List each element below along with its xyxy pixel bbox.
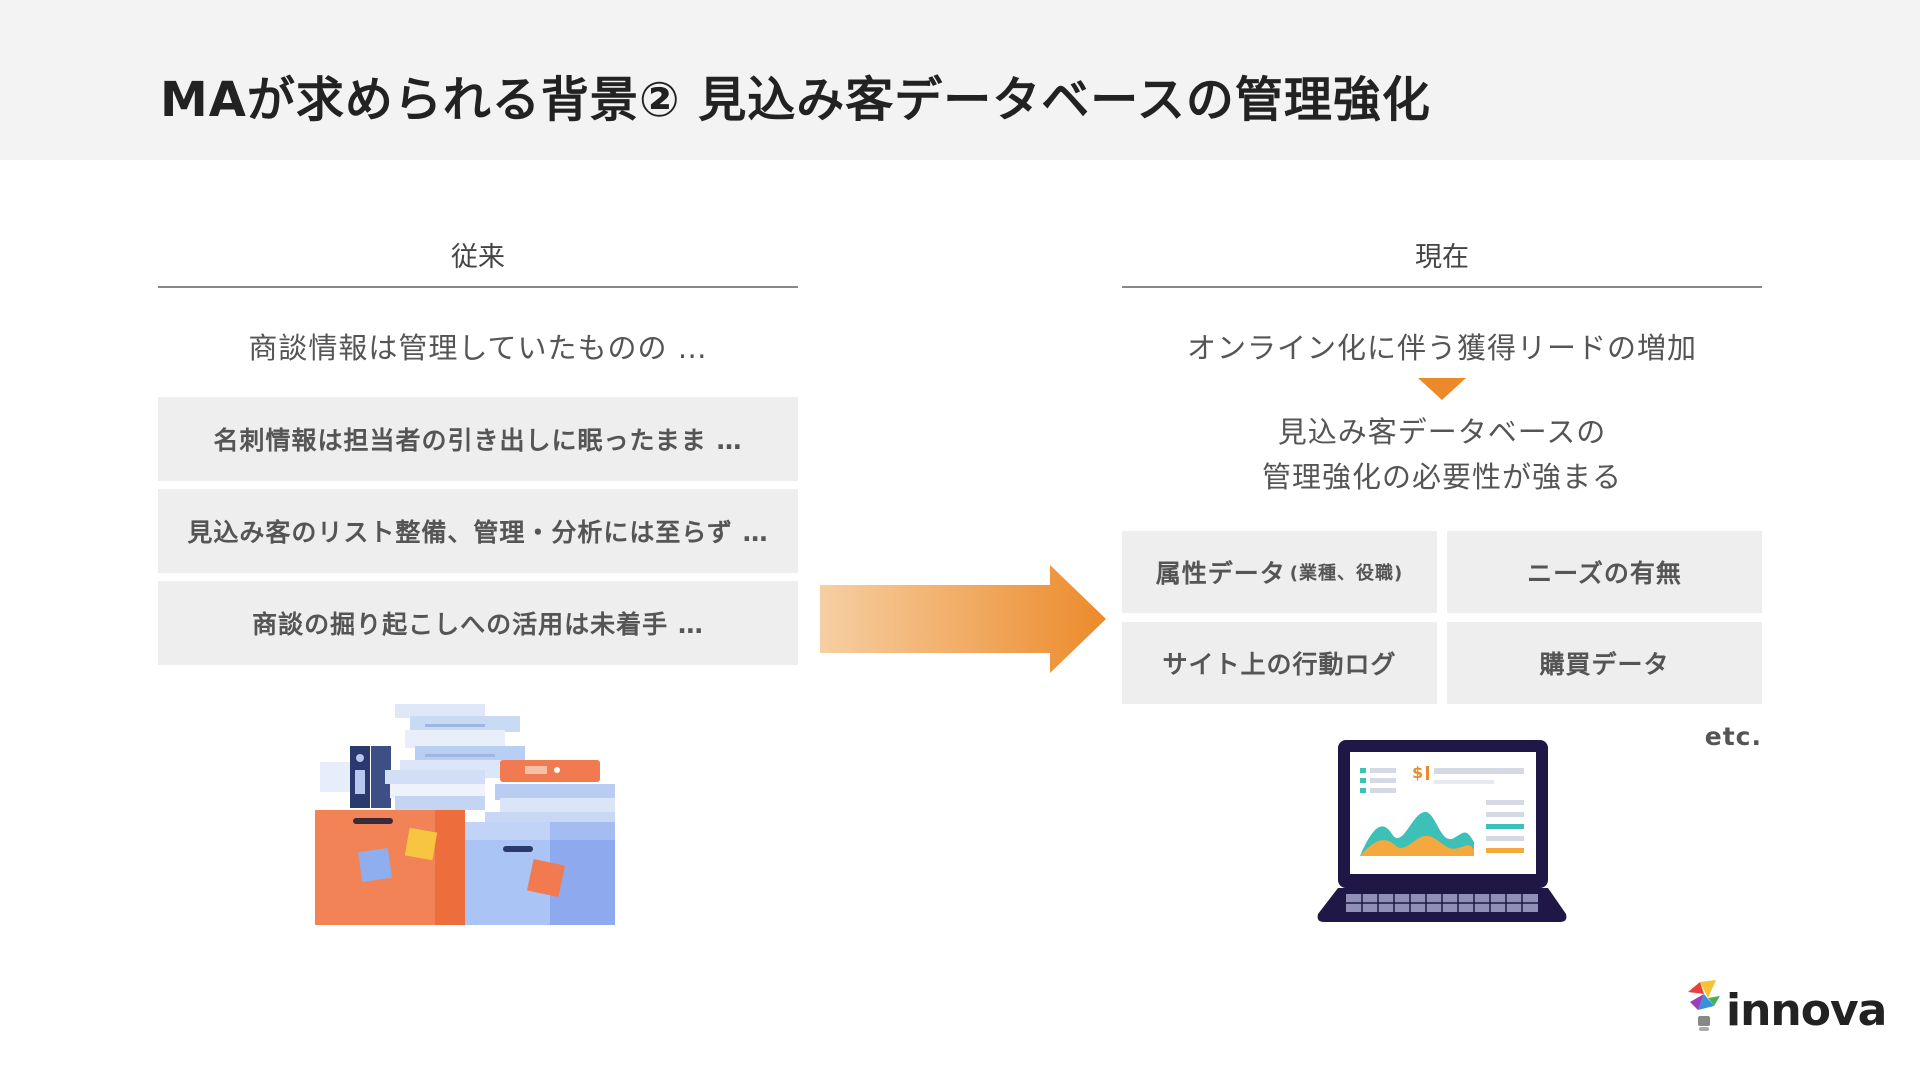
data-item-attributes-sub: (業種、役職) — [1289, 563, 1404, 584]
svg-text:$: $ — [1412, 763, 1423, 782]
right-result: 見込み客データベースの 管理強化の必要性が強まる — [1122, 410, 1762, 500]
left-lead: 商談情報は管理していたものの … — [248, 331, 708, 365]
slide-header: MAが求められる背景② 見込み客データベースの管理強化 — [0, 0, 1920, 160]
data-item-needs: ニーズの有無 — [1447, 531, 1762, 613]
down-triangle-icon — [1418, 378, 1466, 400]
right-lead: オンライン化に伴う獲得リードの増加 — [1186, 331, 1697, 365]
laptop-dashboard-illustration-icon: $ — [1317, 740, 1567, 922]
left-box-1: 名刺情報は担当者の引き出しに眠ったまま … — [158, 397, 798, 481]
left-box-3: 商談の掘り起こしへの活用は未着手 … — [158, 581, 798, 665]
left-heading: 従来 — [451, 242, 505, 273]
right-result-line-2: 管理強化の必要性が強まる — [1261, 460, 1622, 494]
right-heading: 現在 — [1415, 242, 1469, 273]
left-box-2: 見込み客のリスト整備、管理・分析には至らず … — [158, 489, 798, 573]
paper-boxes-illustration-icon — [315, 704, 615, 925]
data-item-attributes-label: 属性データ — [1155, 559, 1286, 588]
right-divider — [1122, 286, 1762, 288]
slide-title: MAが求められる背景② 見込み客データベースの管理強化 — [160, 72, 1431, 128]
data-item-behavior-log: サイト上の行動ログ — [1122, 622, 1437, 704]
right-result-line-1: 見込み客データベースの — [1277, 415, 1607, 449]
transition-arrow-icon — [820, 565, 1106, 673]
left-divider — [158, 286, 798, 288]
etc-label: etc. — [1704, 722, 1762, 751]
brand-logo-text: innova — [1726, 985, 1887, 1036]
data-item-purchase: 購買データ — [1447, 622, 1762, 704]
data-item-attributes: 属性データ (業種、役職) — [1122, 531, 1437, 613]
innova-logo-icon — [1688, 980, 1720, 1031]
